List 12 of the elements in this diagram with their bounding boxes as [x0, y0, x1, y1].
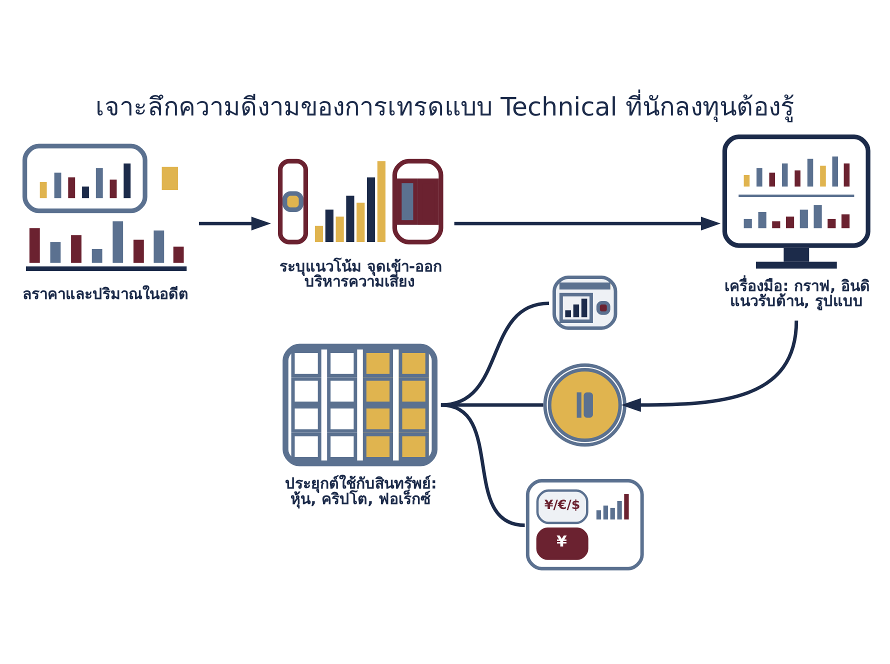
- node-picture: [282, 343, 438, 466]
- arrow: [454, 216, 721, 230]
- node-label: ระบุแนวโน้ม จุดเข้า-ออก บริหารความเสี่ยง: [280, 256, 442, 290]
- arrow: [621, 320, 798, 412]
- node-label: เครื่องมือ: กราฟ, อินดิ แนวรับต้าน, รูปแบบ: [724, 276, 870, 310]
- diagram-title: เจาะลึกความดีงามของการเทรดแบบ Technical ที่นักลงทุนต้องรู้: [96, 91, 794, 122]
- connector: [440, 301, 550, 406]
- node-label: ลราคาและปริมาณในอดีต: [22, 284, 189, 303]
- node-picture: [543, 362, 626, 446]
- node-label: ประยุกต์ใช้กับสินทรัพย์: หุ้น, คริปโต, ฟอเร็กซ์: [284, 474, 437, 508]
- arrow: [198, 216, 272, 230]
- connector: [440, 402, 526, 526]
